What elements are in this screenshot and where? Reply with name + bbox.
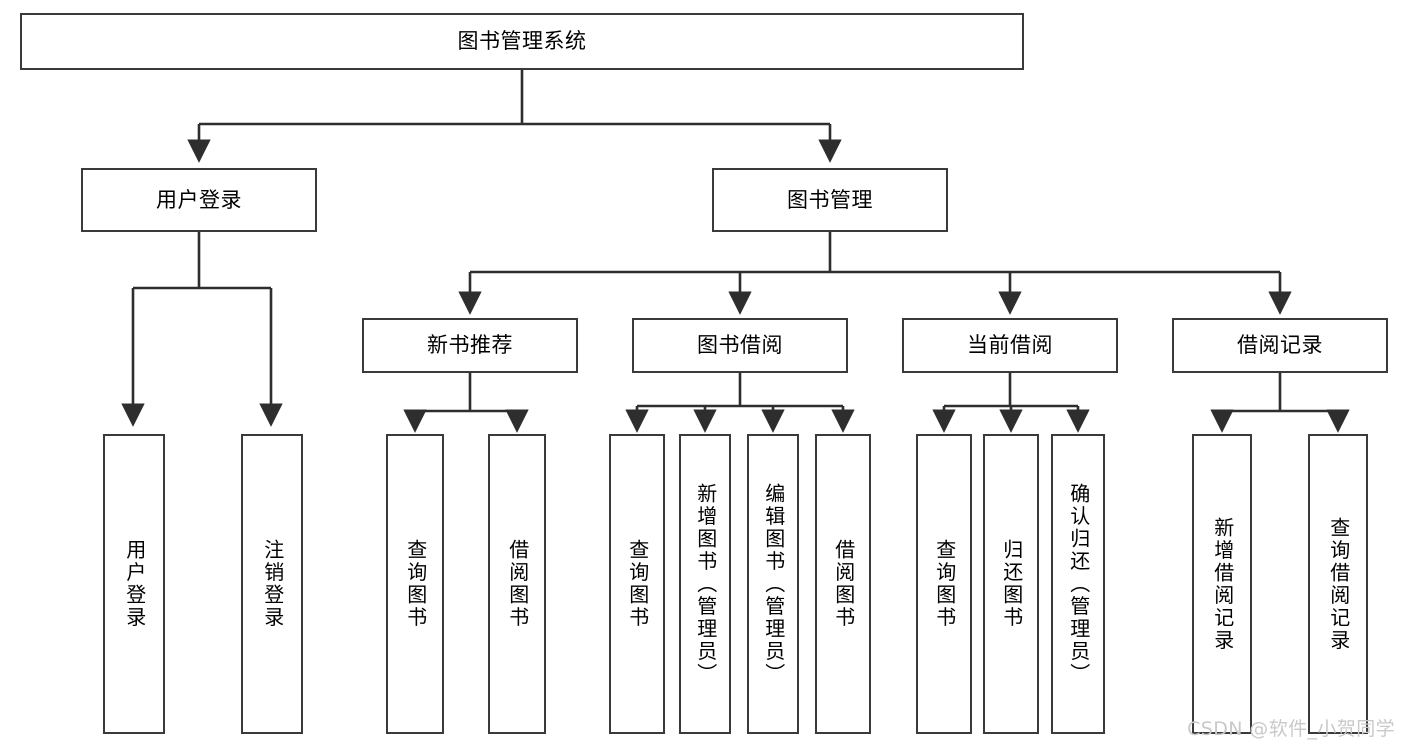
node-book-management-label: 图书管理	[787, 187, 873, 212]
leaf-record-query[interactable]: 查询借阅记录	[1308, 434, 1368, 734]
leaf-current-query-book-label: 查询图书	[932, 539, 957, 629]
leaf-borrow-borrow-book[interactable]: 借阅图书	[815, 434, 871, 734]
leaf-current-return-book-label: 归还图书	[999, 539, 1024, 629]
leaf-current-confirm-return-admin[interactable]: 确认归还（管理员）	[1051, 434, 1105, 734]
leaf-borrow-edit-book-admin-label: 编辑图书（管理员）	[761, 482, 786, 686]
leaf-user-login-signout[interactable]: 注销登录	[241, 434, 303, 734]
node-new-book-recommend-label: 新书推荐	[427, 333, 513, 358]
leaf-borrow-edit-book-admin[interactable]: 编辑图书（管理员）	[747, 434, 799, 734]
node-root-label: 图书管理系统	[457, 29, 587, 54]
leaf-current-query-book[interactable]: 查询图书	[916, 434, 972, 734]
leaf-current-return-book[interactable]: 归还图书	[983, 434, 1039, 734]
leaf-borrow-add-book-admin[interactable]: 新增图书（管理员）	[679, 434, 731, 734]
leaf-record-add[interactable]: 新增借阅记录	[1192, 434, 1252, 734]
node-root[interactable]: 图书管理系统	[20, 13, 1024, 70]
leaf-borrow-borrow-book-label: 借阅图书	[831, 539, 856, 629]
node-book-management[interactable]: 图书管理	[712, 168, 948, 232]
leaf-borrow-query-book[interactable]: 查询图书	[609, 434, 665, 734]
leaf-record-add-label: 新增借阅记录	[1210, 516, 1235, 652]
node-book-borrow[interactable]: 图书借阅	[632, 318, 848, 373]
leaf-new-book-borrow[interactable]: 借阅图书	[488, 434, 546, 734]
leaf-borrow-add-book-admin-label: 新增图书（管理员）	[693, 482, 718, 686]
node-user-login-label: 用户登录	[156, 187, 242, 212]
leaf-new-book-query[interactable]: 查询图书	[386, 434, 444, 734]
node-current-borrow-label: 当前借阅	[967, 333, 1053, 358]
node-user-login[interactable]: 用户登录	[81, 168, 317, 232]
node-new-book-recommend[interactable]: 新书推荐	[362, 318, 578, 373]
leaf-user-login-signin[interactable]: 用户登录	[103, 434, 165, 734]
leaf-borrow-query-book-label: 查询图书	[625, 539, 650, 629]
leaf-new-book-query-label: 查询图书	[403, 539, 428, 629]
leaf-user-login-signout-label: 注销登录	[260, 539, 285, 629]
leaf-user-login-signin-label: 用户登录	[122, 539, 147, 629]
watermark-text: CSDN @软件_小贺同学	[1187, 718, 1395, 740]
node-current-borrow[interactable]: 当前借阅	[902, 318, 1118, 373]
node-borrow-record[interactable]: 借阅记录	[1172, 318, 1388, 373]
leaf-current-confirm-return-admin-label: 确认归还（管理员）	[1066, 482, 1091, 686]
leaf-record-query-label: 查询借阅记录	[1326, 516, 1351, 652]
node-borrow-record-label: 借阅记录	[1237, 333, 1323, 358]
leaf-new-book-borrow-label: 借阅图书	[505, 539, 530, 629]
node-book-borrow-label: 图书借阅	[697, 333, 783, 358]
